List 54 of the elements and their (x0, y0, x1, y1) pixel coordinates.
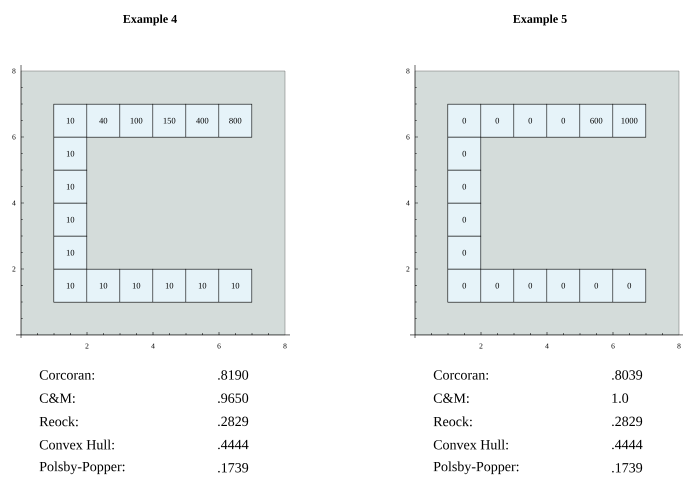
metric-value: .9650 (218, 393, 248, 403)
grid-cell: 150 (152, 104, 186, 138)
grid-cell: 0 (480, 268, 514, 302)
metric-name: C&M: (434, 393, 469, 403)
grid-cell: 0 (580, 268, 614, 302)
metric-value: .1739 (612, 463, 642, 473)
metric-value: .2829 (218, 416, 248, 426)
grid-cell: 10 (218, 268, 252, 302)
grid-cell: 600 (580, 104, 614, 138)
grid-cell: 10 (86, 268, 120, 302)
grid-cell: 0 (514, 104, 548, 138)
grid-cell: 0 (448, 136, 482, 170)
grid-cell: 0 (546, 104, 580, 138)
grid-cell: 0 (546, 268, 580, 302)
grid-cell: 0 (514, 268, 548, 302)
grid-cell: 800 (218, 104, 252, 138)
grid-cell: 100 (120, 104, 154, 138)
metric-name: C&M: (40, 393, 75, 403)
metric-value: .1739 (218, 463, 248, 473)
metric-name: Reock: (434, 416, 472, 426)
grid-cell: 10 (120, 268, 154, 302)
grid-cell: 40 (86, 104, 120, 138)
metric-value: .8190 (218, 370, 248, 380)
metric-value: .2829 (612, 416, 642, 426)
metric-name: Polsby-Popper: (40, 461, 124, 474)
metric-name: Polsby-Popper: (434, 461, 518, 474)
title: Example 5 (513, 14, 567, 26)
grid-cell: 0 (448, 202, 482, 236)
grid-cell: 10 (54, 236, 88, 270)
grid-cell: 10 (152, 268, 186, 302)
grid-cell: 0 (448, 104, 482, 138)
metric-name: Convex Hull: (434, 440, 508, 450)
grid-cell: 0 (480, 104, 514, 138)
grid-cell: 10 (186, 268, 220, 302)
grid-cell: 0 (612, 268, 646, 302)
grid-cell: 10 (54, 202, 88, 236)
grid-cell: 0 (448, 170, 482, 204)
grid-cell: 10 (54, 104, 88, 138)
metric-name: Corcoran: (434, 370, 488, 380)
grid-cell: 10 (54, 136, 88, 170)
title: Example 4 (123, 14, 177, 26)
grid-cell: 400 (186, 104, 220, 138)
grid-cell: 10 (54, 268, 88, 302)
metric-name: Reock: (40, 416, 78, 426)
grid-cell: 0 (448, 236, 482, 270)
grid-cell: 10 (54, 170, 88, 204)
metric-value: .4444 (218, 440, 248, 450)
metric-value: 1.0 (612, 393, 628, 403)
grid-cell: 1000 (612, 104, 646, 138)
metric-name: Convex Hull: (40, 440, 114, 450)
metric-value: .8039 (612, 370, 642, 380)
metric-value: .4444 (612, 440, 642, 450)
metric-name: Corcoran: (40, 370, 94, 380)
grid-cell: 0 (448, 268, 482, 302)
